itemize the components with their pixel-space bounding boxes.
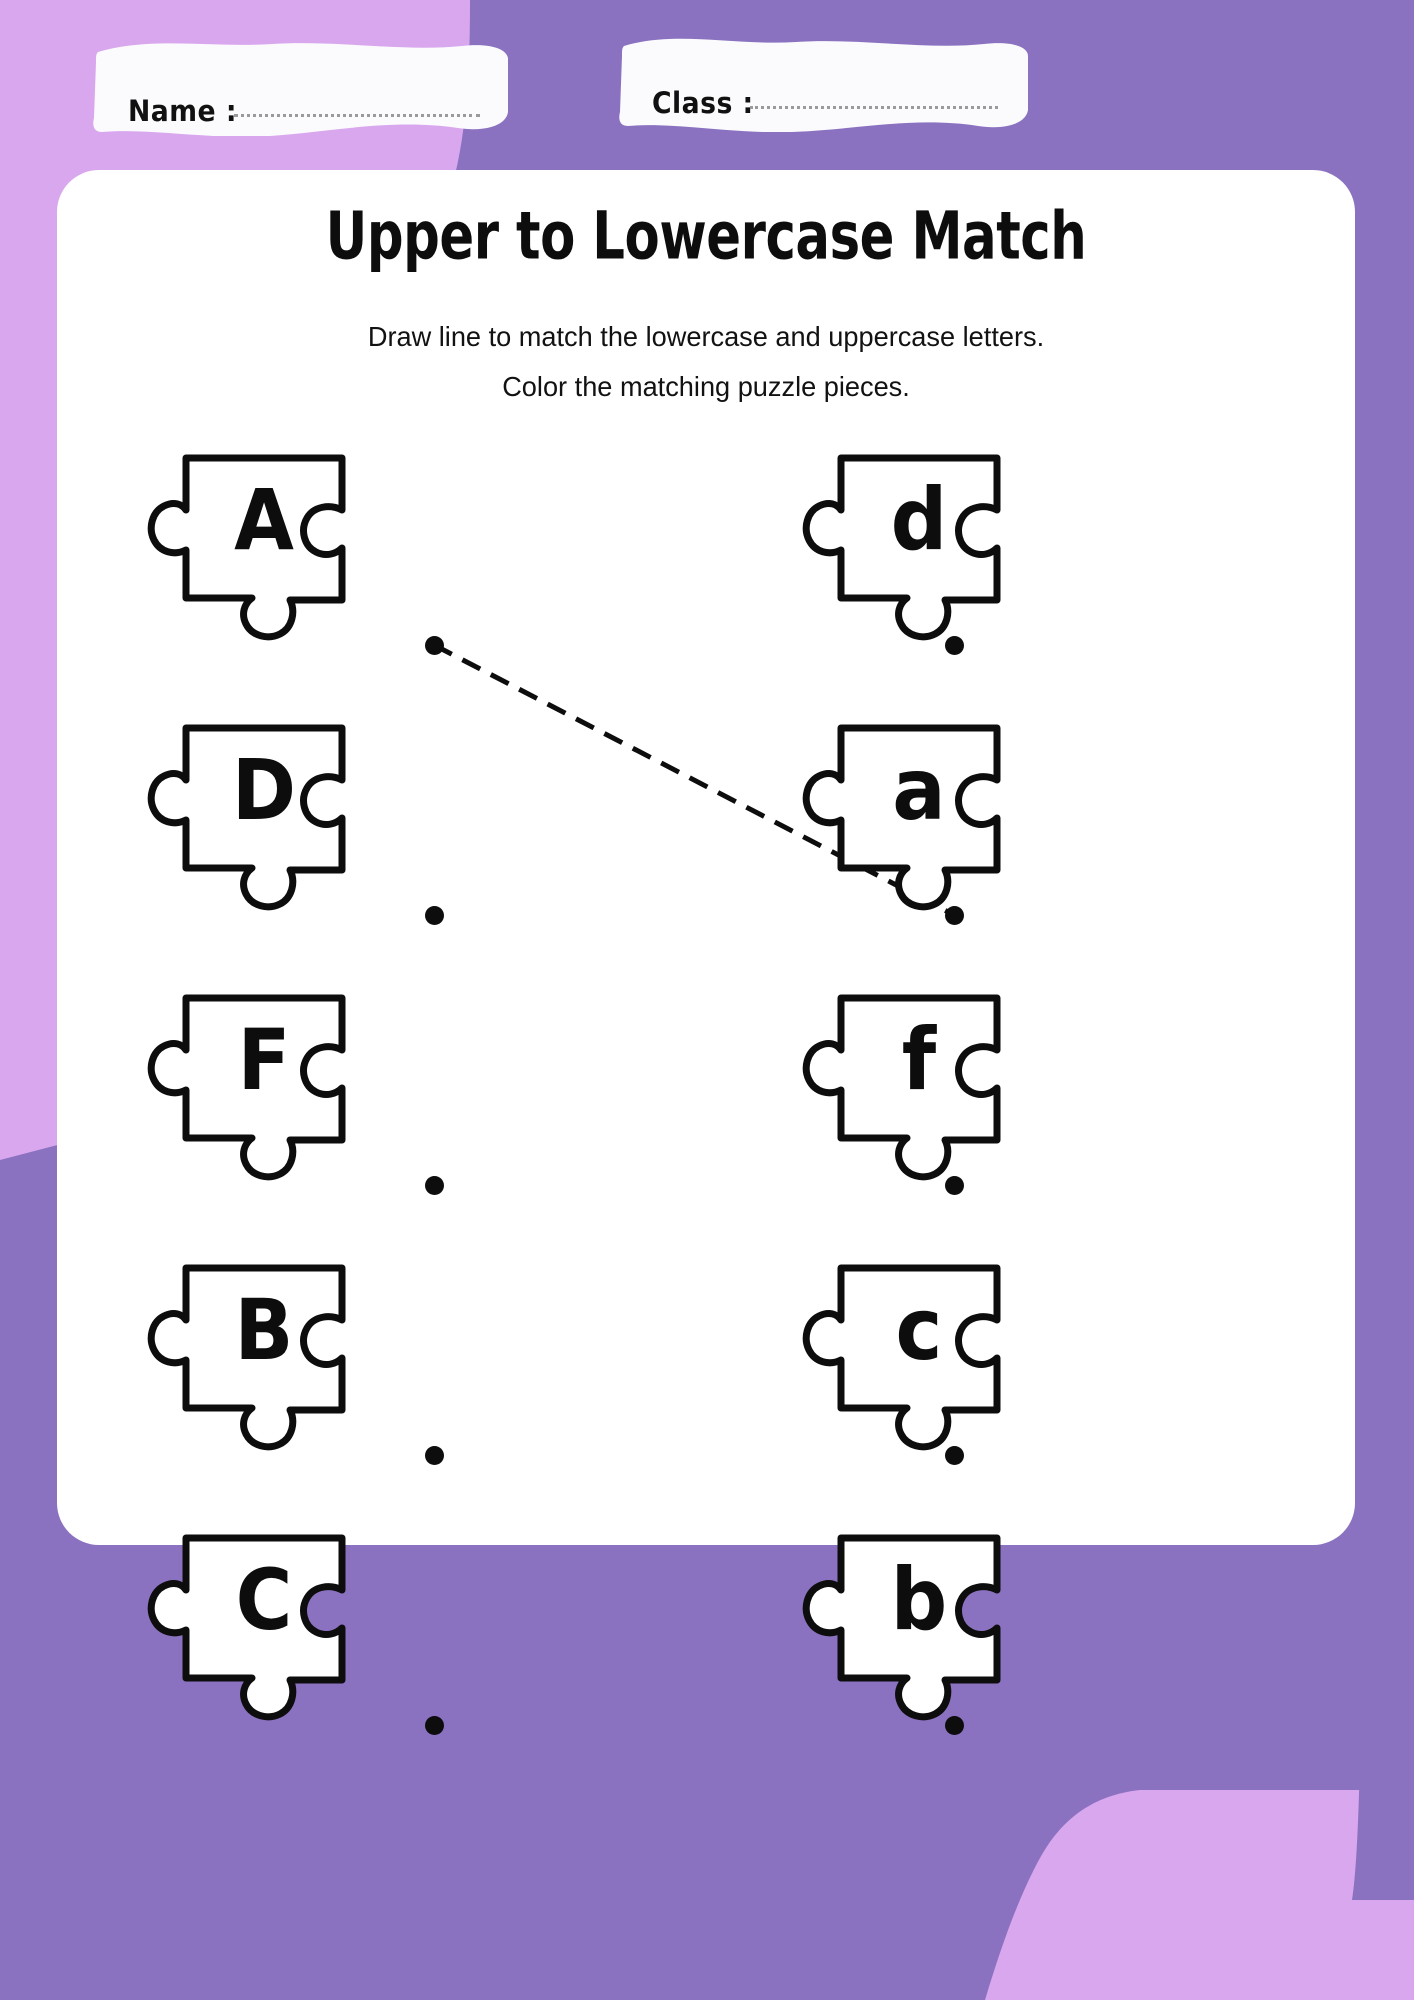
puzzle-piece-lower-a[interactable]: a <box>802 712 1019 912</box>
instructions: Draw line to match the lowercase and upp… <box>76 312 1335 412</box>
puzzle-shape <box>802 1534 1001 1721</box>
class-field-label: Class : <box>652 86 754 120</box>
puzzle-shape <box>147 994 346 1181</box>
page-title: Upper to Lowercase Match <box>325 198 1087 275</box>
name-field-input[interactable] <box>234 110 480 117</box>
puzzle-piece-lower-f[interactable]: f <box>802 982 1019 1182</box>
instruction-line-2: Color the matching puzzle pieces. <box>502 371 910 402</box>
connector-dot-left-2[interactable] <box>425 906 444 925</box>
puzzle-piece-upper-B[interactable]: B <box>147 1252 364 1452</box>
puzzle-piece-lower-c[interactable]: c <box>802 1252 1019 1452</box>
connector-dot-left-5[interactable] <box>425 1716 444 1735</box>
puzzle-shape <box>802 724 1001 911</box>
puzzle-piece-lower-d[interactable]: d <box>802 442 1019 642</box>
puzzle-shape <box>147 454 346 641</box>
worksheet-sheet: Upper to Lowercase Match Draw line to ma… <box>57 170 1355 1735</box>
connector-dot-left-3[interactable] <box>425 1176 444 1195</box>
instruction-line-1: Draw line to match the lowercase and upp… <box>367 321 1045 352</box>
puzzle-shape <box>147 1534 346 1721</box>
puzzle-piece-upper-F[interactable]: F <box>147 982 364 1182</box>
puzzle-shape <box>802 1264 1001 1451</box>
puzzle-shape <box>802 454 1001 641</box>
name-field-card: Name : <box>92 32 512 136</box>
class-field-card: Class : <box>618 28 1030 132</box>
puzzle-shape <box>147 724 346 911</box>
puzzle-piece-lower-b[interactable]: b <box>802 1522 1019 1722</box>
puzzle-piece-upper-A[interactable]: A <box>147 442 364 642</box>
background-blob-bottom-right <box>985 1790 1414 2000</box>
connector-dot-right-3[interactable] <box>945 1176 964 1195</box>
puzzle-piece-upper-C[interactable]: C <box>147 1522 364 1722</box>
puzzle-matching-area: A D F <box>57 170 1355 1735</box>
name-field-label: Name : <box>128 94 237 128</box>
puzzle-piece-upper-D[interactable]: D <box>147 712 364 912</box>
connector-dot-right-4[interactable] <box>945 1446 964 1465</box>
connector-dot-right-5[interactable] <box>945 1716 964 1735</box>
connector-dot-left-4[interactable] <box>425 1446 444 1465</box>
connector-dot-left-1[interactable] <box>425 636 444 655</box>
puzzle-shape <box>802 994 1001 1181</box>
background-blob-right-edge <box>1352 0 1414 1900</box>
connector-dot-right-2[interactable] <box>945 906 964 925</box>
class-field-input[interactable] <box>750 102 998 109</box>
connector-dot-right-1[interactable] <box>945 636 964 655</box>
name-card-shape <box>93 43 508 136</box>
puzzle-shape <box>147 1264 346 1451</box>
